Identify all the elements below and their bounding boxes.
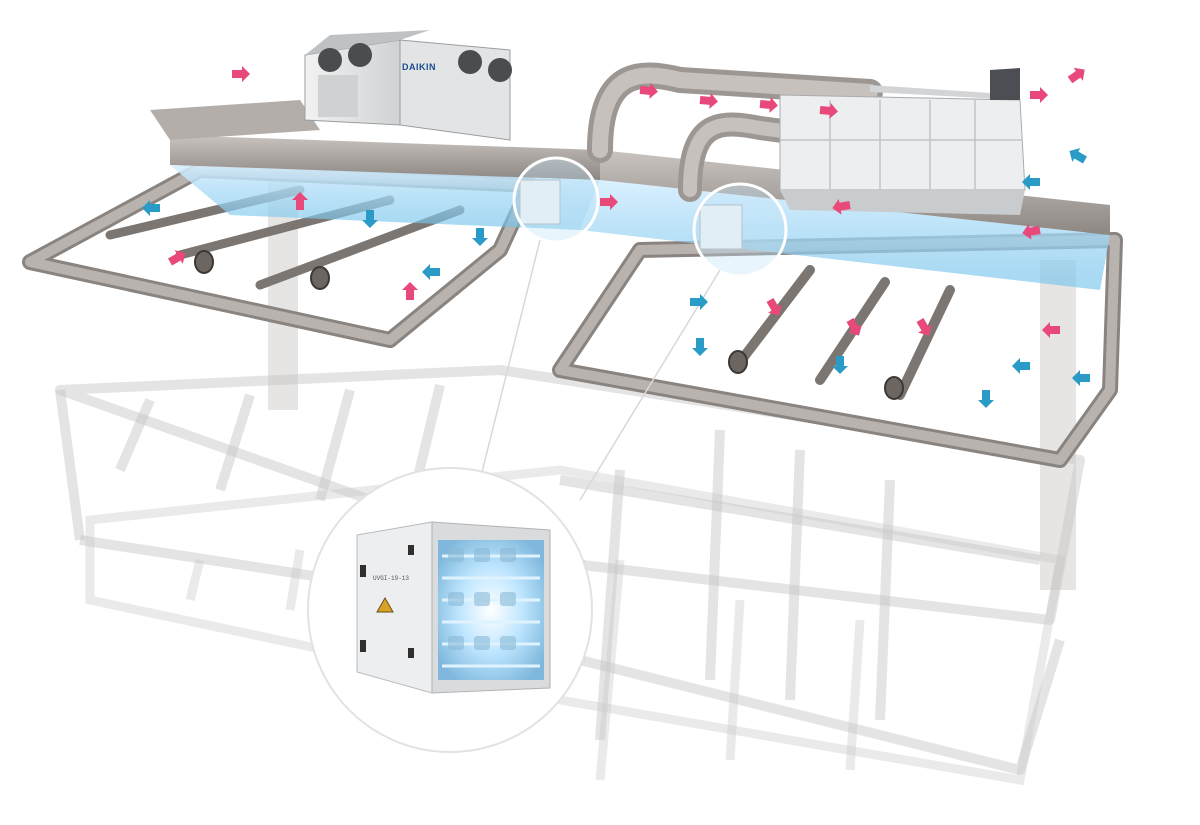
supply-arrow-icon [759, 96, 778, 113]
callout-circle-left [512, 156, 600, 244]
return-arrow-icon [1022, 174, 1040, 190]
return-arrow-icon [692, 338, 708, 356]
uvgi-modules [512, 156, 788, 278]
supply-arrow-icon [916, 318, 932, 336]
supply-arrow-icon [819, 102, 838, 119]
warning-triangle-icon [376, 596, 394, 613]
supply-arrow-icon [766, 298, 782, 316]
diffusers [194, 250, 904, 400]
supply-arrow-icon [1022, 223, 1041, 240]
supply-arrow-icon [1030, 87, 1048, 103]
supply-arrow-icon [639, 82, 658, 99]
return-arrows [142, 148, 1090, 408]
supply-arrow-icon [832, 198, 851, 215]
supply-arrow-icon [600, 194, 618, 210]
return-arrow-icon [422, 264, 440, 280]
supply-arrow-icon [292, 192, 308, 210]
callout-leader-lines [479, 239, 721, 501]
supply-arrow-icon [1067, 67, 1085, 84]
supply-arrow-icon [1042, 322, 1060, 338]
return-arrow-icon [1069, 148, 1087, 164]
diffuser-icon [310, 266, 330, 290]
supply-duct-loop [587, 62, 883, 202]
return-arrow-icon [472, 228, 488, 246]
ghost-floor-lowest [85, 465, 1066, 786]
supply-arrow-icon [168, 250, 186, 266]
return-arrow-icon [142, 200, 160, 216]
diffuser-icon [194, 250, 214, 274]
return-arrow-icon [832, 356, 848, 374]
return-arrow-icon [1072, 370, 1090, 386]
callout-circle-right [692, 182, 788, 278]
return-arrow-icon [978, 390, 994, 408]
supply-arrow-icon [402, 282, 418, 300]
return-arrow-icon [690, 294, 708, 310]
uvgi-inset-callout: UVGI-19-13 [307, 467, 593, 753]
supply-arrow-icon [232, 66, 250, 82]
return-arrow-icon [362, 210, 378, 228]
unit-code-label: UVGI-19-13 [373, 575, 409, 582]
diffuser-icon [728, 350, 748, 374]
supply-arrows [168, 66, 1085, 338]
brand-label: DAIKIN [402, 62, 436, 72]
rooftop-condensing-units: DAIKIN [304, 30, 512, 141]
supply-arrow-icon [846, 318, 862, 336]
diffuser-icon [884, 376, 904, 400]
supply-arrow-icon [699, 92, 718, 109]
vertical-risers [268, 170, 1076, 590]
return-arrow-icon [1012, 358, 1030, 374]
